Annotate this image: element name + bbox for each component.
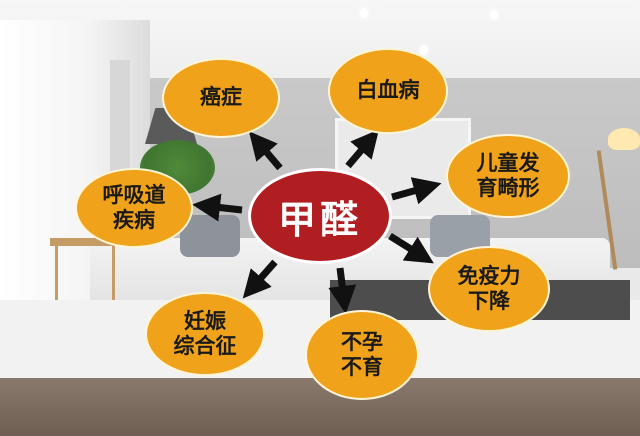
node-label: 呼吸道: [102, 182, 166, 207]
bulb: [360, 8, 368, 18]
center-node-formaldehyde: 甲醛: [248, 168, 392, 264]
side-table: [50, 238, 140, 246]
node-respiratory-disease: 呼吸道 疾病: [75, 168, 193, 248]
floor-lamp-head: [608, 128, 640, 150]
node-pregnancy-syndrome: 妊娠 综合征: [145, 292, 265, 376]
node-label: 白血病: [356, 78, 420, 103]
arrow-to-respiratory: [192, 193, 243, 222]
bulb: [490, 10, 498, 20]
node-label: 癌症: [200, 85, 242, 110]
node-label: 不孕: [341, 329, 383, 354]
node-child-malformation: 儿童发 育畸形: [446, 134, 570, 218]
node-label: 下降: [468, 289, 510, 313]
node-label: 儿童发: [476, 150, 540, 175]
arrow-to-pregnancy: [242, 259, 278, 299]
center-label: 甲醛: [277, 197, 362, 242]
node-label: 免疫力: [457, 263, 521, 288]
arrow-to-infertility: [328, 267, 357, 314]
arrow-to-leukemia: [345, 129, 380, 169]
node-label: 妊娠: [184, 308, 226, 333]
chandelier: [360, 0, 510, 60]
arrow-to-cancer: [248, 131, 283, 171]
bulb: [420, 45, 428, 55]
wood-floor: [0, 378, 640, 436]
node-label: 综合征: [173, 334, 237, 358]
arrow-to-child-malformation: [391, 177, 442, 205]
node-label: 不育: [341, 355, 383, 379]
node-immunity-decline: 免疫力 下降: [428, 246, 550, 332]
cushion: [180, 215, 240, 257]
node-label: 育畸形: [476, 176, 540, 200]
node-label: 疾病: [113, 208, 155, 232]
node-infertility: 不孕 不育: [305, 310, 419, 400]
arrow-to-immunity: [388, 233, 434, 264]
node-leukemia: 白血病: [328, 48, 448, 134]
node-cancer: 癌症: [162, 58, 280, 138]
